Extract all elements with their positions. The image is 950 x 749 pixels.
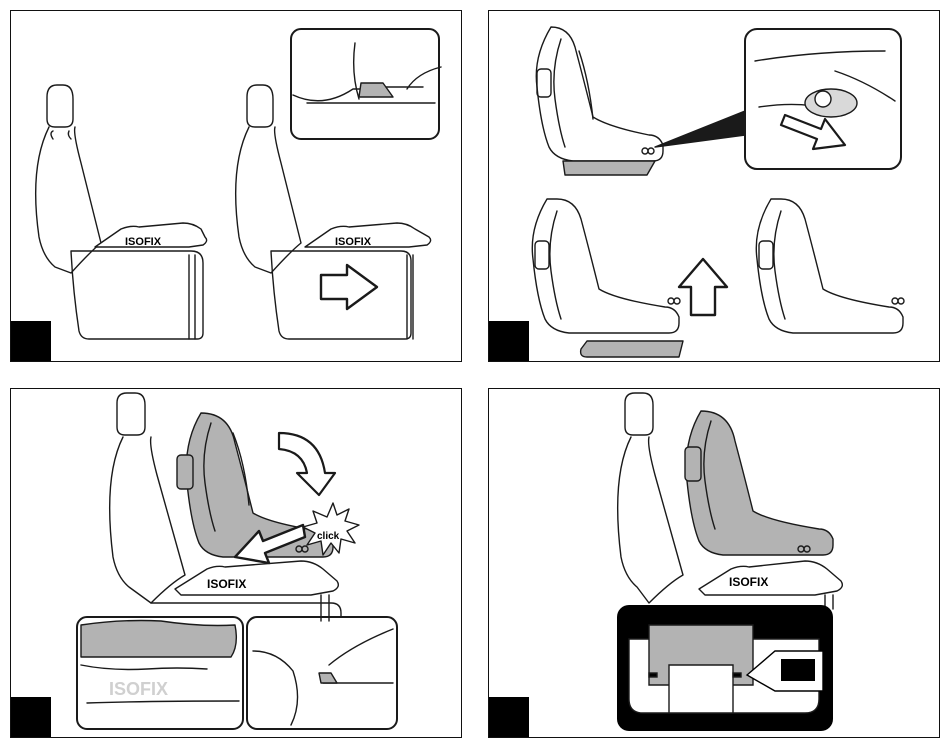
isofix-base bbox=[699, 561, 842, 595]
isofix-logo-left: ISOFIX bbox=[125, 236, 162, 248]
step-1-illustration: ISOFIX ISOFIX bbox=[11, 11, 462, 362]
release-arrow bbox=[781, 115, 845, 149]
panel-step-1: ISOFIX ISOFIX bbox=[10, 10, 462, 362]
isofix-logo: ISOFIX bbox=[729, 575, 768, 589]
click-label: click bbox=[317, 531, 340, 542]
step-3-marker bbox=[11, 697, 51, 737]
headrest-left bbox=[47, 85, 73, 127]
isofix-logo-right: ISOFIX bbox=[335, 236, 372, 248]
inset-left-seat bbox=[81, 621, 236, 658]
isofix-logo-faded: ISOFIX bbox=[109, 679, 168, 699]
lift-up-arrow bbox=[679, 259, 727, 315]
detached-base-bottom bbox=[581, 341, 683, 357]
isofix-logo: ISOFIX bbox=[207, 577, 246, 591]
step-2-marker bbox=[489, 321, 529, 361]
inset-right-connector bbox=[319, 673, 337, 683]
vehicle-seat-back bbox=[618, 437, 683, 603]
indicator-window bbox=[781, 659, 815, 681]
step-2-illustration bbox=[489, 11, 940, 362]
step-4-illustration: ISOFIX bbox=[489, 389, 940, 738]
step-4-marker bbox=[489, 697, 529, 737]
rotate-down-arrow bbox=[279, 433, 335, 495]
panel-step-4: ISOFIX bbox=[488, 388, 940, 738]
headrest bbox=[625, 393, 653, 435]
child-seat-top bbox=[536, 27, 663, 161]
seat-base-left bbox=[71, 251, 203, 339]
push-right-arrow bbox=[321, 265, 377, 309]
headrest bbox=[117, 393, 145, 435]
step-1-marker bbox=[11, 321, 51, 361]
isofix-base bbox=[175, 561, 338, 595]
step-3-illustration: ISOFIX ISOFIX click bbox=[11, 389, 462, 738]
latch-connector bbox=[359, 83, 393, 97]
headrest-right bbox=[247, 85, 273, 127]
vehicle-seat-back bbox=[110, 437, 185, 603]
seat-base-right bbox=[271, 251, 411, 339]
detached-base-top bbox=[563, 161, 655, 175]
release-button bbox=[805, 89, 857, 117]
panel-step-2 bbox=[488, 10, 940, 362]
panel-step-3: ISOFIX ISOFIX click bbox=[10, 388, 462, 738]
